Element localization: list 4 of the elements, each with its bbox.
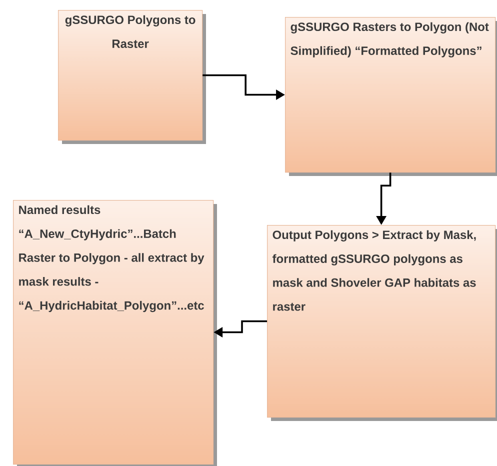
process-box: gSSURGO Polygons to Raster xyxy=(58,10,206,144)
process-box: gSSURGO Rasters to Polygon (Not Simplified) “Formatted Polygons” xyxy=(285,17,497,176)
process-box: Named results “A_New_CtyHydric”...Batch Raster to Polygon - all extract by mask results - “A_HydricHabitat_Polygon”...etc xyxy=(13,200,217,466)
process-box: Output Polygons > Extract by Mask, formatted gSSURGO polygons as mask and Shoveler GAP habitats as raster xyxy=(267,224,497,421)
